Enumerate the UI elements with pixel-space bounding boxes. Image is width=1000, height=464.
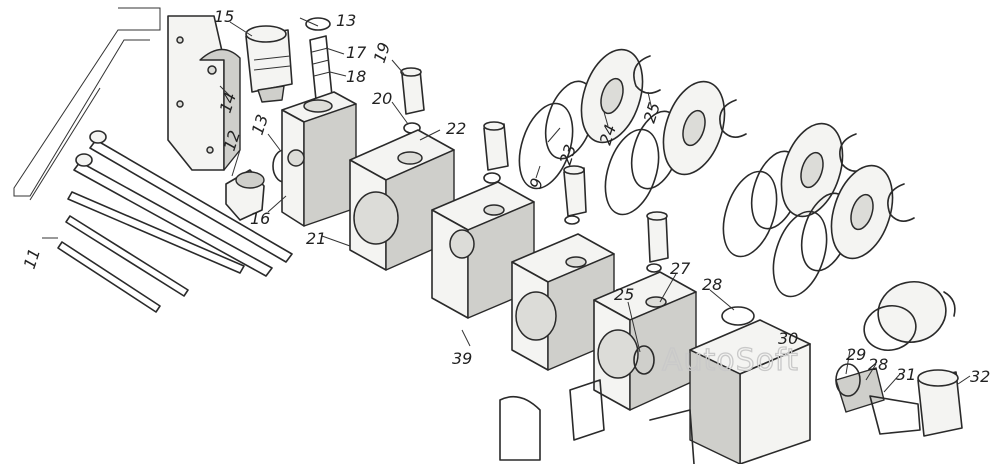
callout-28-a: 28: [702, 275, 722, 294]
callout-25-lower: 25: [614, 285, 634, 304]
mounting-bracket: [167, 15, 241, 171]
boot-and-fitting-32: [835, 281, 963, 437]
spring-17-18: [309, 35, 333, 101]
leader-lines: [219, 17, 971, 393]
callout-28-b: 28: [868, 355, 888, 374]
end-cover-30: [689, 319, 811, 464]
valve-block-section-c: [593, 271, 697, 411]
callout-39: 39: [452, 349, 472, 368]
callout-23: 23: [556, 142, 580, 167]
plug-12: [225, 169, 265, 221]
callout-21: 21: [306, 229, 326, 248]
callout-22: 22: [446, 119, 466, 138]
tie-bolts: [13, 7, 293, 313]
valve-block-18: [281, 91, 357, 227]
seal-rings: [518, 48, 915, 326]
small-fittings: [400, 67, 669, 263]
callout-32: 32: [970, 367, 990, 386]
callout-15: 15: [214, 7, 234, 26]
callout-20: 20: [372, 89, 392, 108]
callout-13-side: 13: [248, 112, 272, 137]
callout-31: 31: [896, 365, 916, 384]
callout-19: 19: [370, 40, 394, 65]
callout-18: 18: [346, 67, 366, 86]
callout-29: 29: [846, 345, 866, 364]
callout-16: 16: [250, 209, 270, 228]
watermark: AutoSoft: [662, 343, 799, 378]
callout-11: 11: [20, 246, 44, 271]
callout-13-top: 13: [336, 11, 356, 30]
callout-30: 30: [778, 329, 798, 348]
callout-27: 27: [670, 259, 691, 278]
callout-17: 17: [346, 43, 367, 62]
fitting-15: [245, 25, 293, 103]
lower-partial-parts: [499, 379, 695, 464]
callout-25-top: 25: [640, 100, 664, 125]
